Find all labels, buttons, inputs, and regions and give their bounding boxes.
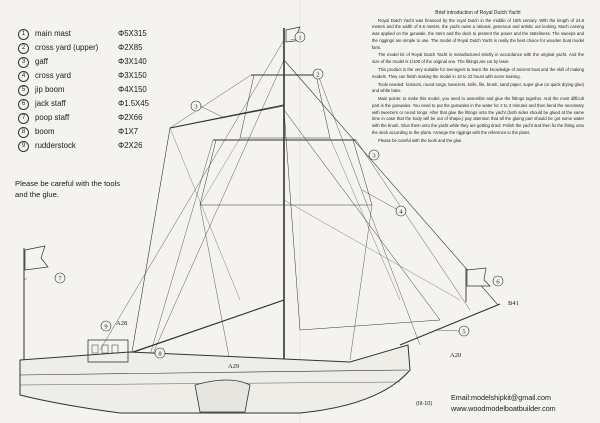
- callout-number: 3: [372, 152, 375, 159]
- rigging-line: [199, 137, 241, 206]
- part-spec: Φ3X140: [118, 57, 147, 66]
- contact-website: www.woodmodelboatbuilder.com: [451, 404, 556, 413]
- callout-number: 8: [158, 350, 161, 357]
- ref-a20: A20: [450, 352, 461, 359]
- part-name: gaff: [35, 57, 48, 66]
- mainsail-outline: [131, 105, 285, 353]
- part-number: 1: [18, 29, 29, 40]
- callout-number: 3: [194, 103, 197, 110]
- intro-paragraph: Please be careful with the tools and the…: [378, 137, 463, 143]
- part-row: 5 jip boom Φ4X150: [18, 83, 193, 97]
- rigging-line: [355, 139, 471, 311]
- part-row: 8 boom Φ1X7: [18, 125, 193, 139]
- part-row: 3 gaff Φ3X140: [18, 55, 193, 69]
- rigging-line: [169, 74, 252, 129]
- rigging-line: [199, 204, 231, 363]
- part-name: jip boom: [35, 85, 65, 94]
- part-row: 4 cross yard Φ3X150: [18, 69, 193, 83]
- callout-number: 7: [58, 275, 62, 282]
- leeboard: [194, 379, 251, 413]
- part-name: rudderstock: [35, 141, 76, 150]
- part-number: 2: [18, 43, 29, 54]
- callouts: 1 2 3 3 4 5 6 7 8 9: [54, 31, 504, 359]
- part-spec: Φ5X315: [118, 29, 147, 38]
- leader-line: [361, 189, 399, 211]
- part-spec: Φ3X150: [118, 71, 147, 80]
- callout-number: 2: [316, 71, 319, 78]
- leader-line: [23, 277, 28, 281]
- jib-sail-outline: [283, 109, 441, 331]
- intro-paragraph: The model kit of Royal Dutch Yacht is ma…: [372, 52, 584, 65]
- care-note: Please be careful with the tools and the…: [15, 179, 121, 199]
- part-name: cross yard: [35, 71, 71, 80]
- part-spec: Φ2X85: [118, 43, 143, 52]
- stern-flag: [24, 245, 49, 271]
- rigging-line: [149, 59, 285, 361]
- callout-number: 6: [496, 278, 500, 285]
- part-spec: Φ2X66: [118, 113, 143, 122]
- rigging-line: [99, 39, 285, 351]
- part-spec: Φ1X7: [118, 127, 139, 136]
- page-fold: [299, 0, 301, 423]
- wale-line: [19, 369, 409, 376]
- part-row: 9 rudderstock Φ2X26: [18, 139, 193, 153]
- part-name: main mast: [35, 29, 71, 38]
- rigging-line: [283, 199, 461, 301]
- callout-number: 1: [298, 34, 301, 41]
- part-number: 8: [18, 127, 29, 138]
- leader-line: [434, 329, 460, 332]
- stern-cabin: [87, 339, 129, 363]
- callout-number: 4: [399, 208, 403, 215]
- part-row: 1 main mast Φ5X315: [18, 27, 193, 41]
- rigging-line: [169, 127, 241, 301]
- part-name: poop staff: [35, 113, 70, 122]
- sheet-code: (III-10): [416, 401, 432, 407]
- leader-line: [199, 105, 226, 119]
- part-number: 9: [18, 141, 29, 152]
- rigging-line: [317, 74, 421, 346]
- part-row: 7 poop staff Φ2X66: [18, 111, 193, 125]
- part-number: 7: [18, 113, 29, 124]
- cabin-window: [91, 344, 99, 354]
- callout-number: 5: [462, 328, 465, 335]
- part-name: boom: [35, 127, 55, 136]
- intro-paragraph: Tools needed: scissors, round tongs, twe…: [372, 81, 584, 94]
- part-number: 5: [18, 85, 29, 96]
- cabin-window: [101, 344, 109, 354]
- contacts: Email:modelshipkit@gmail.com www.woodmod…: [451, 392, 596, 414]
- part-number: 3: [18, 57, 29, 68]
- parts-list: 1 main mast Φ5X315 2 cross yard (upper) …: [18, 27, 193, 153]
- intro-paragraph: This product is the very suitable for te…: [372, 67, 584, 79]
- jib-boom: [399, 303, 501, 346]
- rigging-line: [349, 204, 373, 361]
- part-row: 6 jack staff Φ1.5X45: [18, 97, 193, 111]
- part-name: jack staff: [35, 99, 66, 108]
- ref-a28: A28: [116, 320, 127, 327]
- forestay: [283, 59, 499, 306]
- ref-a29: A29: [228, 363, 239, 370]
- intro-paragraph: Main points: to make this model, you nee…: [372, 96, 584, 135]
- part-number: 6: [18, 99, 29, 110]
- part-spec: Φ2X26: [118, 141, 143, 150]
- contact-email: Email:modelshipkit@gmail.com: [451, 393, 551, 402]
- part-spec: Φ4X150: [118, 85, 147, 94]
- intro-paragraph: Royal Dutch Yacht was financed by the ro…: [372, 17, 584, 50]
- rigging-line: [329, 137, 401, 301]
- part-number: 4: [18, 71, 29, 82]
- part-row: 2 cross yard (upper) Φ2X85: [18, 41, 193, 55]
- cabin-window: [111, 344, 119, 354]
- ref-b41: B41: [508, 300, 519, 307]
- intro-title: Brief introduction of Royal Dutch Yacht: [435, 10, 521, 16]
- jack-flag: [466, 267, 491, 287]
- callout-number: 9: [104, 323, 107, 330]
- part-name: cross yard (upper): [35, 43, 99, 52]
- rigging-line: [149, 139, 214, 356]
- introduction: Brief introduction of Royal Dutch Yacht …: [372, 10, 584, 145]
- part-spec: Φ1.5X45: [118, 99, 149, 108]
